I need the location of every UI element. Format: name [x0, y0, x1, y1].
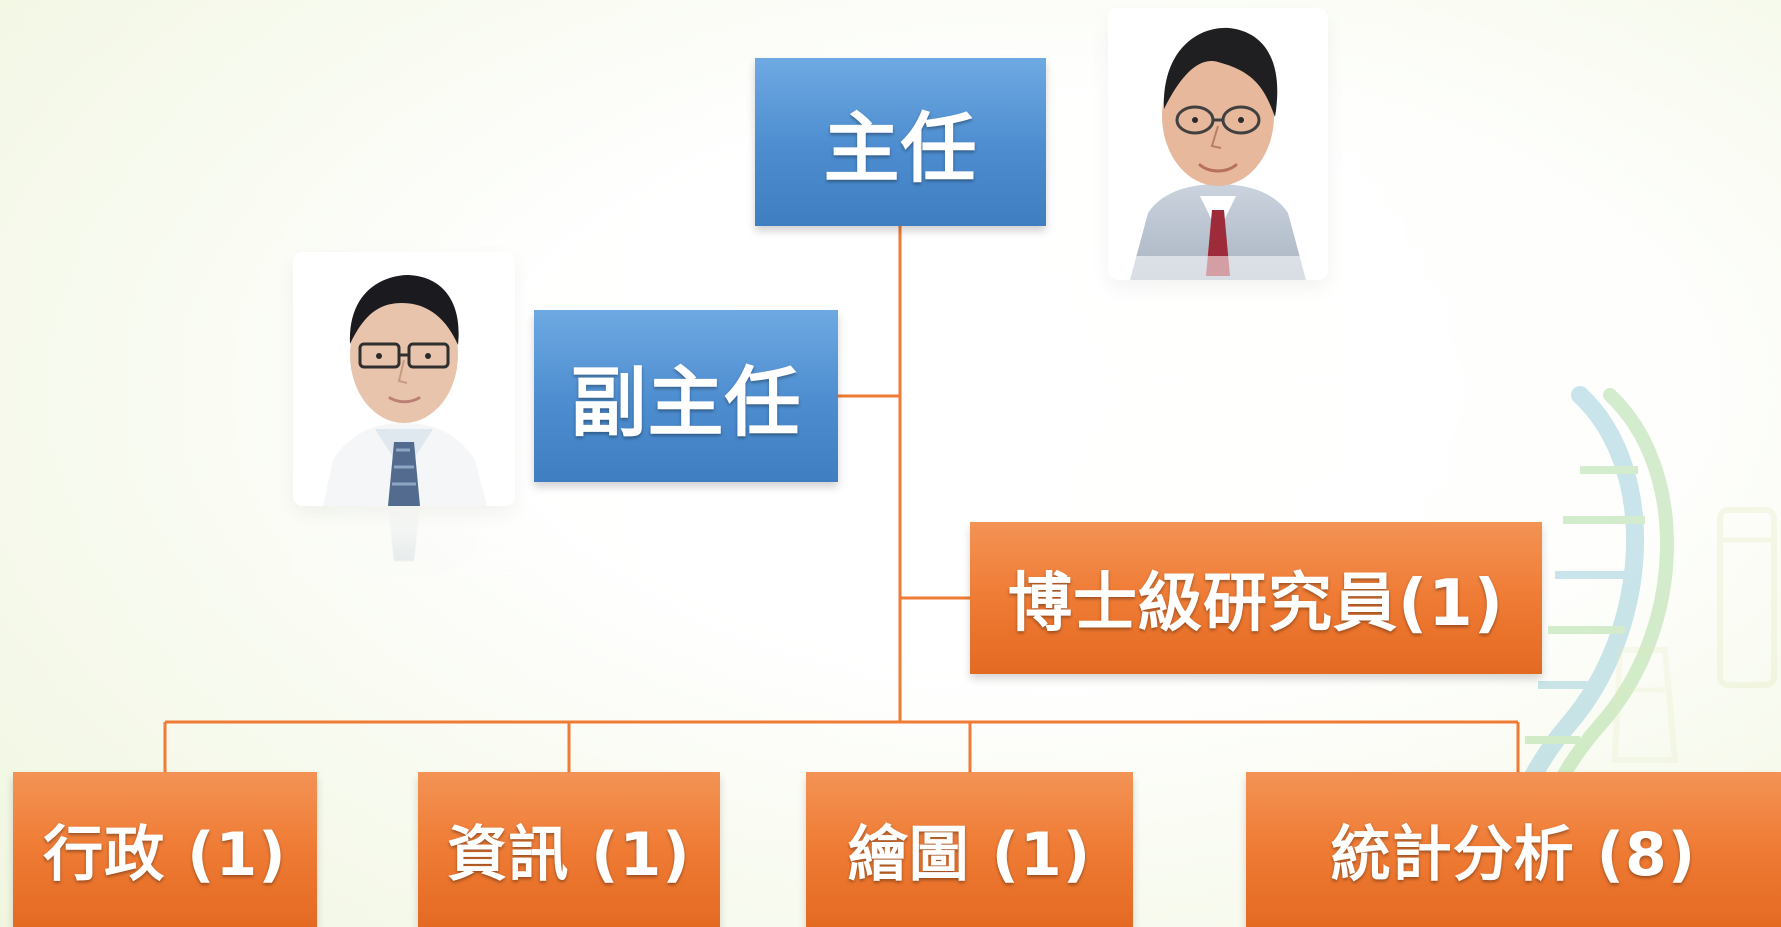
director-portrait-icon — [1108, 8, 1328, 280]
statistics-box: 統計分析 (8) — [1246, 772, 1781, 927]
deputy-director-portrait-reflection — [293, 506, 515, 581]
director-box: 主任 — [755, 58, 1046, 226]
postdoc-researcher-label: 博士級研究員(1) — [1007, 567, 1505, 641]
graphics-box: 繪圖 (1) — [806, 772, 1133, 927]
information-label: 資訊 (1) — [447, 820, 691, 890]
director-label: 主任 — [823, 104, 978, 193]
deputy-director-portrait-icon — [293, 252, 515, 506]
deputy-director-label: 副主任 — [570, 358, 802, 447]
deputy-director-box: 副主任 — [534, 310, 838, 482]
deputy-director-reflection-icon — [293, 506, 515, 581]
administration-label: 行政 (1) — [43, 820, 287, 890]
graphics-label: 繪圖 (1) — [847, 820, 1092, 890]
lab-glassware-decoration — [1611, 507, 1777, 763]
administration-box: 行政 (1) — [13, 772, 317, 927]
postdoc-researcher-box: 博士級研究員(1) — [970, 522, 1542, 674]
director-portrait — [1108, 8, 1328, 280]
statistics-label: 統計分析 (8) — [1330, 820, 1697, 890]
information-box: 資訊 (1) — [418, 772, 720, 927]
deputy-director-portrait — [293, 252, 515, 506]
